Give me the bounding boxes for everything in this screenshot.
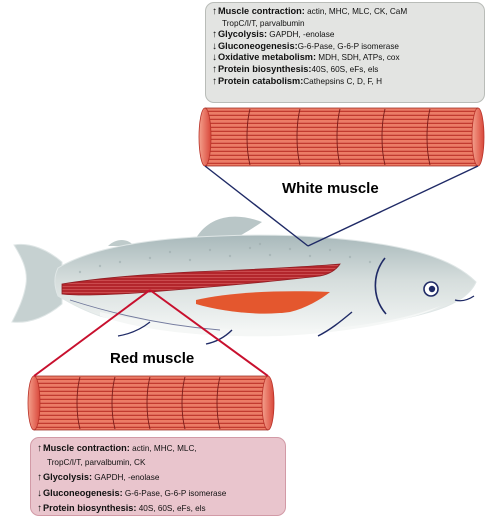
white-muscle-info-box: ↑Muscle contraction: actin, MHC, MLC, CK… (205, 2, 485, 103)
red-muscle-band (61, 263, 341, 296)
pectoral-fin (317, 311, 353, 337)
dorsal-fin (196, 216, 262, 240)
red-muscle-info-box: ↑Muscle contraction: actin, MHC, MLC, Tr… (30, 437, 286, 516)
white-muscle-fiber (198, 107, 485, 167)
white-callout-right (307, 165, 479, 247)
gill-line (374, 257, 387, 315)
white-line-1: TropC/I/T, parvalbumin (222, 18, 305, 28)
red-line-1: TropC/I/T, parvalbumin, CK (47, 458, 146, 468)
white-muscle-label: White muscle (282, 180, 379, 197)
red-muscle-fiber (27, 375, 275, 431)
white-line-3: ↓Gluconeogenesis:G-6-Pase, G-6-P isomera… (212, 40, 399, 52)
red-muscle-label: Red muscle (110, 350, 195, 367)
anal-fin (117, 321, 151, 337)
white-callout-left (204, 165, 309, 247)
fish-mouth (454, 295, 475, 302)
white-muscle-band (196, 291, 330, 314)
fish-body (54, 234, 477, 335)
white-line-0: ↑Muscle contraction: actin, MHC, MLC, CK… (212, 6, 408, 17)
white-line-5: ↑Protein biosynthesis:40S, 60S, eFs, els (212, 63, 379, 75)
red-line-2: ↑Glycolysis: GAPDH, -enolase (37, 472, 160, 484)
fish (11, 216, 477, 345)
tail-fin (11, 243, 63, 323)
pelvic-fin (205, 329, 233, 345)
red-line-3: ↓Gluconeogenesis: G-6-Pase, G-6-P isomer… (37, 487, 227, 499)
white-line-2: ↑Glycolysis: GAPDH, -enolase (212, 29, 335, 41)
fish-spots (78, 242, 372, 274)
white-line-4: ↓Oxidative metabolism: MDH, SDH, ATPs, c… (212, 52, 400, 64)
red-callout-right (149, 289, 269, 377)
red-callout-left (33, 289, 151, 377)
red-line-0: ↑Muscle contraction: actin, MHC, MLC, (37, 443, 197, 454)
fish-belly (100, 306, 440, 337)
white-line-6: ↑Protein catabolism:Cathepsins C, D, F, … (212, 75, 382, 87)
red-line-4: ↑Protein biosynthesis: 40S, 60S, eFs, el… (37, 502, 206, 514)
